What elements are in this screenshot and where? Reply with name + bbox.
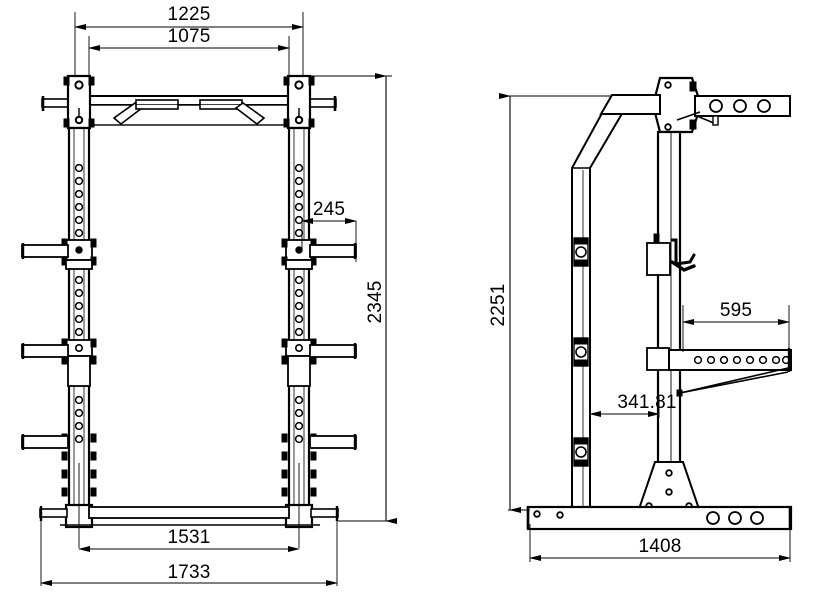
- dim-label-1733: 1733: [167, 562, 210, 583]
- rear-post-pin-bracket-2: [573, 337, 589, 367]
- upright-hole-pattern-left-middle: [74, 275, 84, 337]
- dim-245: [301, 218, 357, 262]
- safety-arm-bracket-left-3: [21, 433, 97, 497]
- dim-2345: [306, 73, 397, 524]
- upright-hole-pattern-right-middle: [294, 275, 304, 337]
- front-left-upright: [21, 74, 97, 529]
- dim-label-1075: 1075: [167, 26, 210, 47]
- upright-hole-pattern-right-lower: [294, 395, 304, 444]
- front-view: [21, 12, 357, 529]
- dim-label-2345: 2345: [365, 280, 386, 323]
- side-top-arm: [676, 95, 791, 126]
- dim-341-81: [589, 395, 660, 418]
- rear-post-pin-bracket-1: [573, 237, 589, 267]
- dim-1733: [40, 512, 338, 586]
- front-right-upright: [281, 74, 357, 529]
- dim-label-245: 245: [313, 199, 345, 220]
- dim-label-1408: 1408: [638, 536, 681, 557]
- safety-arm-bracket-left-2: [21, 338, 97, 387]
- dim-1531: [78, 463, 300, 552]
- dim-label-341-81: 341.81: [617, 392, 676, 413]
- side-top-gusset-plate: [599, 76, 703, 134]
- safety-arm-bracket-right-3: [281, 433, 357, 497]
- side-view: [526, 76, 793, 531]
- dim-595: [682, 305, 790, 352]
- front-base-crossbeam: [60, 506, 320, 526]
- dim-1408: [529, 524, 791, 562]
- safety-arm-bracket-right-1: [281, 238, 357, 270]
- dimension-annotations: [40, 24, 791, 586]
- dim-label-595: 595: [720, 300, 752, 321]
- dim-label-2251: 2251: [488, 283, 509, 326]
- front-witness-lines: [74, 12, 304, 82]
- dim-label-1531: 1531: [167, 527, 210, 548]
- dimension-labels: 1225 1075 245 2345 1531 1733 2251 595 34…: [167, 4, 752, 583]
- upright-hole-pattern-left-lower: [74, 395, 84, 444]
- j-hook-bracket: [646, 233, 696, 276]
- safety-arm-bracket-left-1: [21, 238, 97, 270]
- safety-arm-bracket-right-2: [281, 338, 357, 387]
- side-base-rail: [526, 505, 793, 531]
- rear-post-pin-bracket-3: [573, 437, 589, 467]
- dim-label-1225: 1225: [167, 4, 210, 25]
- dim-2251: [499, 93, 612, 513]
- side-front-post: [646, 130, 696, 506]
